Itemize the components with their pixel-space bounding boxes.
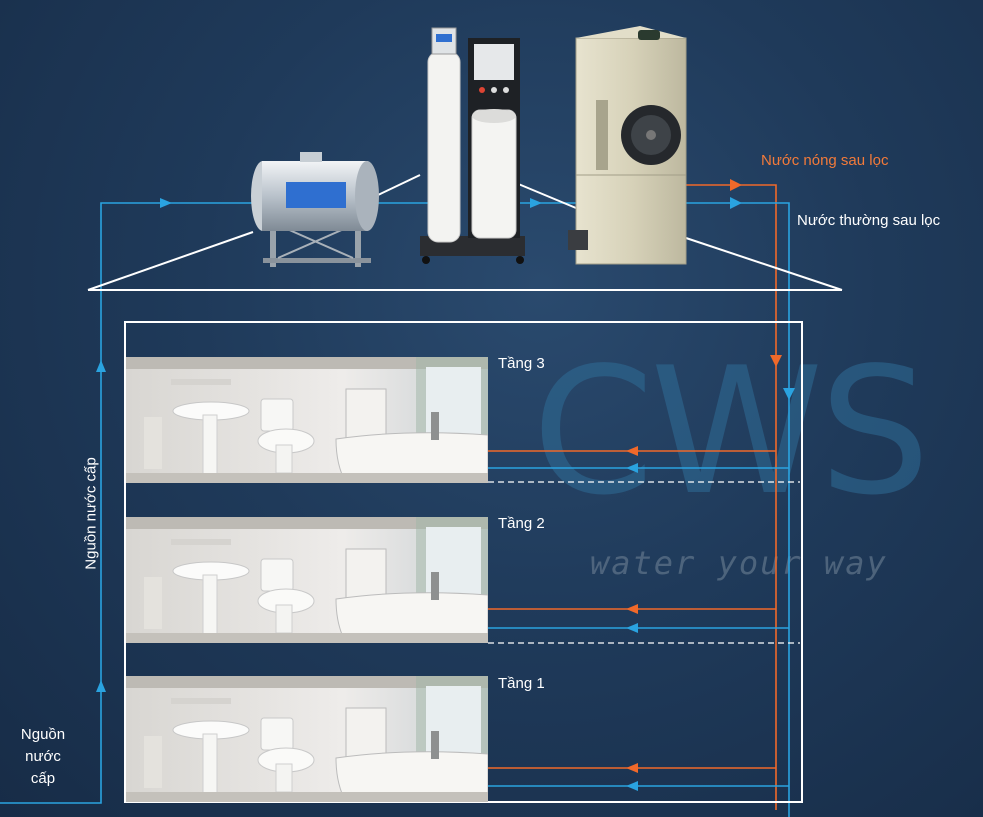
floor-2-branches [488,604,789,633]
floor-3-label: Tầng 3 [498,355,545,372]
flow-arrow-up [96,680,106,692]
normal-water-label: Nước thường sau lọc [797,212,940,229]
floor-1-label: Tầng 1 [498,675,545,692]
flow-arrow-right [160,198,172,208]
filter-system-icon [420,28,525,264]
floor-2-bathroom-image [126,517,488,643]
floor-1-bathroom-image [126,676,488,802]
floor-3-bathroom-image [126,357,488,483]
flow-arrow-up [96,360,106,372]
source-bottom-line: cấp [13,768,73,790]
source-bottom-line: Nguồn [13,724,73,746]
hot-water-label: Nước nóng sau lọc [761,152,888,169]
heat-pump-heater-icon [568,26,686,264]
source-vertical-label: Nguồn nước cấp [83,454,100,574]
hot-water-riser [685,179,782,810]
source-bottom-line: nước [13,746,73,768]
floor-2-label: Tầng 2 [498,515,545,532]
flow-arrow-right [530,198,542,208]
source-bottom-label: Nguồn nước cấp [13,724,73,790]
floor-1-branches [488,763,789,791]
storage-tank-icon [251,152,379,267]
floor-3-branches [488,446,789,473]
